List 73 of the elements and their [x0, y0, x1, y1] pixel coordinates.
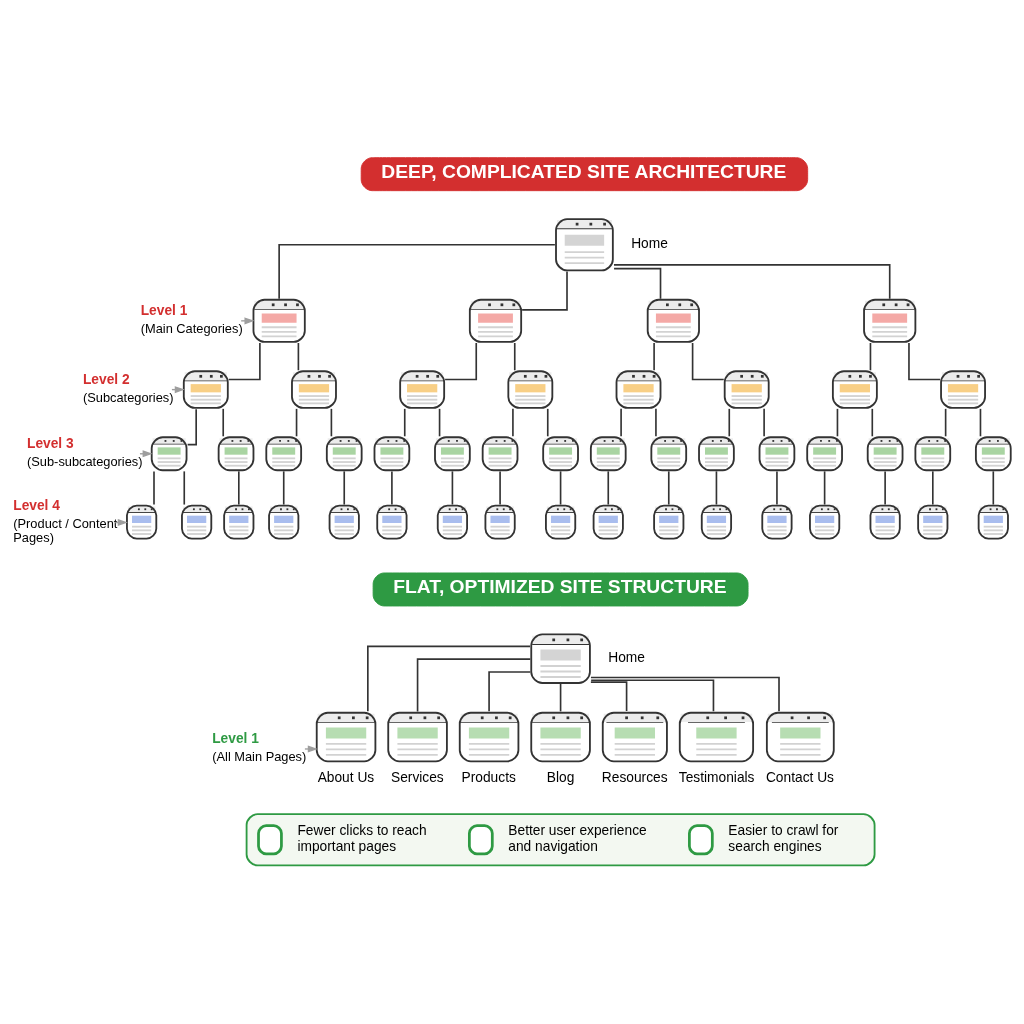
connector [823, 470, 826, 506]
connector [667, 470, 670, 506]
node-box: FLAT, OPTIMIZED SITE STRUCTURE [372, 572, 749, 607]
node-box: DEEP, COMPLICATED SITE ARCHITECTURE [360, 157, 809, 192]
node-text: Level 1 (Main Categories) [140, 303, 243, 336]
connector [979, 408, 982, 438]
node-text: Level 2 (Subcategories) [82, 372, 174, 405]
arrow [304, 745, 318, 753]
connector [546, 408, 549, 438]
connector [869, 342, 872, 372]
node-label: Resources [601, 769, 668, 785]
connector [836, 408, 839, 438]
connector [871, 408, 874, 438]
node-label: About Us [317, 769, 375, 785]
connector [297, 342, 300, 372]
connector [444, 342, 478, 381]
connector [403, 408, 406, 438]
node-label: Contact Us [765, 769, 834, 785]
connector [590, 679, 715, 712]
node-label: Home [608, 649, 645, 665]
connector [282, 470, 285, 506]
connector [620, 408, 622, 438]
connector [590, 681, 628, 712]
connector [153, 470, 155, 506]
connector [521, 270, 568, 311]
connector [884, 470, 886, 506]
node-label: Home [631, 235, 668, 251]
node-label: Services [390, 769, 444, 785]
connector [295, 408, 298, 438]
connector [613, 267, 662, 300]
connector [559, 470, 562, 506]
node-text: Level 1 (All Main Pages) [212, 731, 307, 764]
arrow [139, 450, 153, 458]
connector [763, 408, 765, 438]
node-label: Products [461, 769, 516, 785]
connector [776, 470, 778, 506]
node-text: Level 3 (Sub-subcategories) [27, 436, 143, 469]
connector [931, 470, 934, 506]
connector [367, 645, 531, 713]
connector [343, 470, 346, 506]
connector [391, 470, 393, 506]
connector [438, 408, 441, 438]
connector [653, 342, 655, 372]
connector [222, 408, 225, 438]
connector [416, 658, 532, 713]
connector [944, 408, 947, 438]
connector [728, 408, 731, 438]
connector [227, 342, 261, 381]
connector [715, 470, 718, 506]
connector [183, 470, 186, 506]
connector [559, 683, 562, 713]
connector [908, 342, 941, 381]
arrow [114, 519, 128, 527]
node-label: Testimonials [678, 769, 755, 785]
connector [488, 671, 532, 712]
connector [512, 408, 514, 438]
connector [513, 342, 516, 372]
connector [590, 676, 780, 713]
connector [691, 342, 725, 381]
node-text: Level 4 (Product / Content Pages) [13, 498, 118, 545]
connector [607, 470, 610, 506]
connector [613, 264, 891, 300]
connector [655, 408, 657, 438]
connector [278, 243, 556, 300]
connector [992, 470, 995, 506]
connector [499, 470, 501, 506]
connector [330, 408, 333, 438]
connector [237, 470, 240, 506]
node-label: Blog [546, 769, 575, 785]
arrow [171, 386, 185, 394]
connector [186, 408, 197, 446]
arrow [240, 317, 255, 325]
connector [451, 470, 454, 506]
